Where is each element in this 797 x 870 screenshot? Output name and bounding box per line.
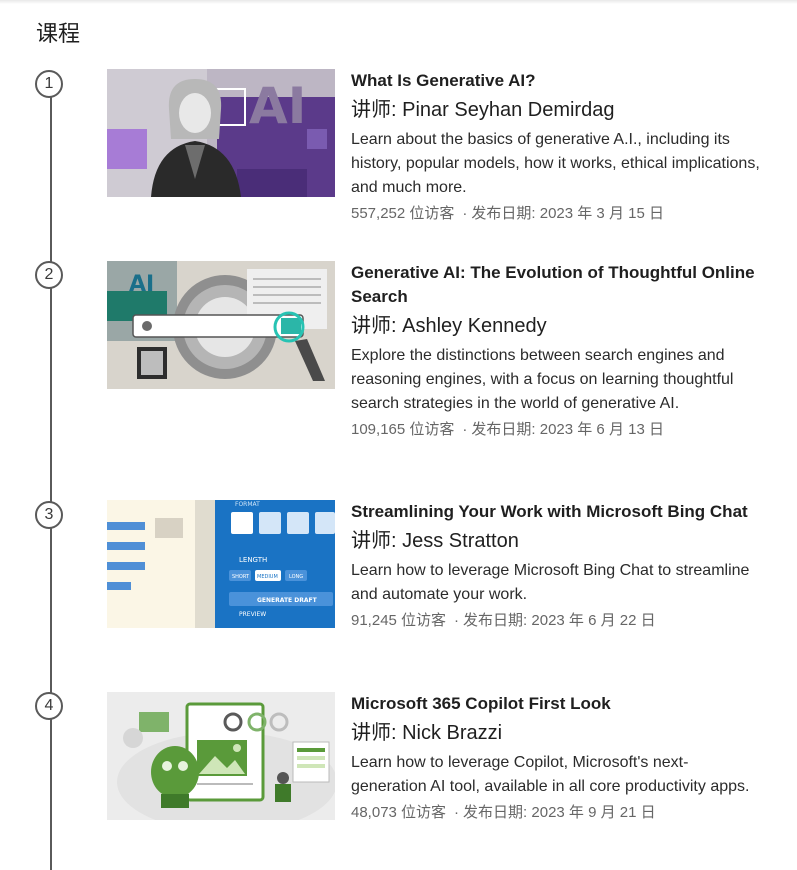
meta-separator: ·	[454, 612, 460, 629]
course-published-date: 发布日期: 2023 年 6 月 13 日	[471, 421, 664, 438]
course-info: What Is Generative AI? 讲师: Pinar Seyhan …	[351, 69, 761, 226]
course-viewers: 557,252 位访客	[351, 205, 455, 222]
course-meta: 557,252 位访客 ·发布日期: 2023 年 3 月 15 日	[351, 202, 761, 226]
thumb-preview-label: PREVIEW	[239, 611, 266, 618]
thumb-long-label: LONG	[289, 574, 303, 580]
course-published-date: 发布日期: 2023 年 6 月 22 日	[463, 612, 656, 629]
course-info: Generative AI: The Evolution of Thoughtf…	[351, 261, 761, 442]
course-number: 3	[35, 501, 63, 529]
course-viewers: 91,245 位访客	[351, 612, 447, 629]
meta-separator: ·	[462, 421, 468, 438]
course-instructor: 讲师: Jess Stratton	[351, 530, 519, 552]
thumb-generate-label: GENERATE DRAFT	[257, 597, 318, 604]
course-number: 2	[35, 261, 63, 289]
course-title-link[interactable]: Generative AI: The Evolution of Thoughtf…	[351, 263, 755, 306]
course-viewers: 109,165 位访客	[351, 421, 455, 438]
course-meta: 48,073 位访客 ·发布日期: 2023 年 9 月 21 日	[351, 801, 761, 825]
course-published-date: 发布日期: 2023 年 3 月 15 日	[471, 205, 664, 222]
meta-separator: ·	[462, 205, 468, 222]
course-description: Explore the distinctions between search …	[351, 347, 734, 412]
course-thumbnail[interactable]: AI	[107, 261, 335, 389]
thumb-format-label: FORMAT	[235, 501, 260, 508]
course-viewers: 48,073 位访客	[351, 804, 447, 821]
thumb-length-label: LENGTH	[239, 556, 267, 564]
course-description: Learn how to leverage Microsoft Bing Cha…	[351, 562, 750, 603]
course-info: Microsoft 365 Copilot First Look 讲师: Nic…	[351, 692, 761, 825]
thumb-ai-text: AI	[129, 272, 154, 297]
course-instructor: 讲师: Nick Brazzi	[351, 722, 503, 744]
course-number: 4	[35, 692, 63, 720]
course-published-date: 发布日期: 2023 年 9 月 21 日	[463, 804, 656, 821]
timeline-line	[50, 80, 52, 870]
thumb-ai-text: AI	[249, 77, 306, 135]
course-meta: 109,165 位访客 ·发布日期: 2023 年 6 月 13 日	[351, 418, 761, 442]
course-instructor: 讲师: Pinar Seyhan Demirdag	[351, 99, 615, 121]
course-description: Learn how to leverage Copilot, Microsoft…	[351, 754, 750, 795]
course-description: Learn about the basics of generative A.I…	[351, 131, 760, 196]
course-thumbnail[interactable]: AI	[107, 69, 335, 197]
course-number: 1	[35, 70, 63, 98]
course-info: Streamlining Your Work with Microsoft Bi…	[351, 500, 761, 633]
course-title-link[interactable]: Streamlining Your Work with Microsoft Bi…	[351, 502, 748, 521]
course-title-link[interactable]: Microsoft 365 Copilot First Look	[351, 694, 611, 713]
top-shadow	[0, 0, 797, 4]
course-thumbnail[interactable]: FORMAT LENGTH SHORT MEDIUM LONG GENERATE…	[107, 500, 335, 628]
course-thumbnail[interactable]	[107, 692, 335, 820]
course-title-link[interactable]: What Is Generative AI?	[351, 71, 536, 90]
thumb-medium-label: MEDIUM	[257, 574, 278, 580]
section-title: 课程	[36, 22, 81, 47]
course-meta: 91,245 位访客 ·发布日期: 2023 年 6 月 22 日	[351, 609, 761, 633]
course-instructor: 讲师: Ashley Kennedy	[351, 315, 547, 337]
meta-separator: ·	[454, 804, 460, 821]
thumb-short-label: SHORT	[232, 574, 250, 580]
